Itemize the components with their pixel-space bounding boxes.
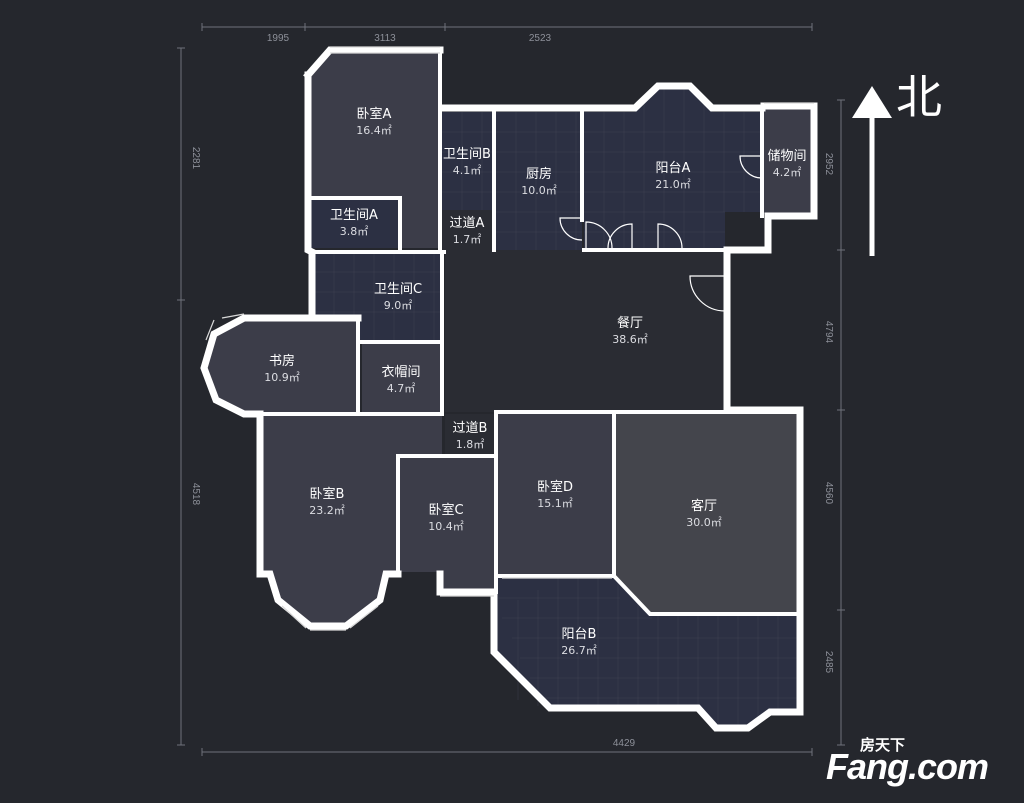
room-name-balcony-a: 阳台A	[656, 161, 691, 176]
dim-top-2: 3113	[374, 33, 396, 44]
room-area-bath-b: 4.1㎡	[453, 164, 482, 177]
dimension-lines	[177, 23, 845, 756]
watermark-logo: 房天下 Fang.com	[826, 734, 1016, 794]
room-fill-closet	[362, 344, 442, 412]
room-fill-study	[204, 320, 358, 412]
room-area-balcony-b: 26.7㎡	[561, 644, 597, 657]
room-fill-bedroom-d	[498, 414, 614, 576]
dim-top-1: 1995	[267, 33, 290, 44]
room-fill-dining	[445, 250, 725, 412]
watermark-small-text: 房天下	[860, 736, 906, 754]
room-area-bedroom-c: 10.4㎡	[428, 520, 464, 533]
dim-left-2: 4518	[190, 483, 201, 506]
room-name-bath-b: 卫生间B	[443, 147, 491, 162]
room-area-kitchen: 10.0㎡	[521, 184, 557, 197]
doors	[559, 155, 763, 312]
room-name-study: 书房	[269, 353, 295, 369]
room-area-living: 30.0㎡	[686, 516, 722, 529]
north-label: 北	[896, 70, 942, 124]
room-name-closet: 衣帽间	[381, 364, 420, 380]
watermark-big-text: Fang.com	[826, 746, 989, 787]
room-area-bath-a: 3.8㎡	[340, 225, 369, 238]
room-area-bedroom-b: 23.2㎡	[309, 504, 345, 517]
interior-walls	[258, 48, 802, 616]
dim-top-3: 2523	[529, 33, 552, 44]
windows	[205, 46, 814, 631]
dim-left-1: 2281	[190, 147, 201, 170]
room-fill-kitchen	[496, 112, 582, 250]
room-name-kitchen: 厨房	[526, 166, 552, 182]
room-labels: 卧室A 16.4㎡ 卫生间B 4.1㎡ 厨房 10.0㎡ 阳台A 21.0㎡ 储…	[264, 106, 806, 657]
room-fills	[204, 53, 812, 726]
room-name-balcony-b: 阳台B	[562, 627, 597, 642]
room-area-study: 10.9㎡	[264, 371, 300, 384]
room-fill-storage	[764, 108, 812, 214]
room-area-bedroom-d: 15.1㎡	[537, 497, 573, 510]
room-area-bath-c: 9.0㎡	[384, 299, 413, 312]
room-area-balcony-a: 21.0㎡	[655, 178, 691, 191]
room-name-dining: 餐厅	[617, 315, 643, 331]
room-name-bedroom-b: 卧室B	[310, 486, 345, 502]
room-fill-balcony-a	[584, 88, 762, 248]
room-name-storage: 储物间	[767, 149, 806, 164]
room-fill-corridor-a	[442, 210, 494, 250]
room-name-corridor-b: 过道B	[453, 421, 488, 436]
room-fill-corridor-b	[445, 414, 496, 455]
floor-grid	[314, 88, 800, 726]
room-name-bedroom-d: 卧室D	[537, 479, 573, 495]
room-name-bedroom-c: 卧室C	[428, 502, 463, 518]
room-area-storage: 4.2㎡	[773, 166, 802, 179]
room-area-closet: 4.7㎡	[387, 382, 416, 395]
exterior-walls	[200, 46, 818, 732]
dim-right-4: 2485	[823, 651, 834, 674]
room-area-bedroom-a: 16.4㎡	[356, 124, 392, 137]
room-fill-bath-a	[308, 198, 398, 248]
dim-right-3: 4560	[823, 482, 834, 505]
room-fill-bedroom-a	[308, 53, 440, 248]
room-fill-living	[616, 414, 800, 612]
dimension-labels: 1995 3113 2523 2281 4518 2952 4794 4560 …	[190, 33, 834, 749]
room-name-living: 客厅	[691, 498, 717, 514]
dim-right-1: 2952	[823, 153, 834, 176]
room-fill-bedroom-c	[400, 458, 496, 590]
room-area-corridor-b: 1.8㎡	[456, 438, 485, 451]
room-area-dining: 38.6㎡	[612, 333, 648, 346]
room-name-corridor-a: 过道A	[450, 216, 485, 231]
north-arrow-icon	[852, 86, 892, 256]
room-name-bedroom-a: 卧室A	[357, 106, 392, 122]
room-fill-bath-b	[442, 112, 494, 210]
dim-right-2: 4794	[823, 321, 834, 344]
room-name-bath-a: 卫生间A	[330, 208, 378, 223]
dim-bottom-1: 4429	[613, 738, 636, 749]
room-area-corridor-a: 1.7㎡	[453, 233, 482, 246]
room-name-bath-c: 卫生间C	[374, 282, 422, 297]
